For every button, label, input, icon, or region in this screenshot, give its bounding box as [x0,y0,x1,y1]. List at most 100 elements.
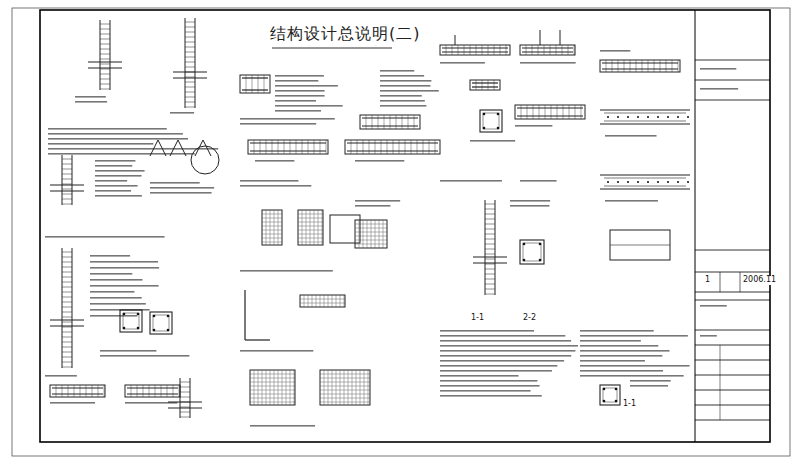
detail-circle [191,146,219,174]
drawing-line [180,407,190,408]
rebar-dot [615,400,618,403]
note-text-line [48,143,153,145]
drawing-outline [600,385,620,405]
drawing-line [666,60,667,72]
drawing-line [695,390,770,391]
drawing-line [414,115,415,129]
drawing-line [100,24,110,25]
rebar-dot [617,116,619,118]
note-text-line [380,90,439,92]
drawing-line [250,394,295,395]
drawing-line [250,378,295,379]
drawing-line [322,210,323,245]
note-text-line [48,138,188,140]
drawing-line [612,60,613,72]
drawing-line [544,45,545,55]
drawing-line [72,248,73,368]
drawing-line [185,18,186,108]
note-text-line [275,90,325,92]
note-text-line [48,128,167,130]
drawing-line [458,45,459,55]
drawing-line [355,240,387,241]
drawing-outline [123,313,139,329]
drawing-line [250,402,295,403]
note-text-line [580,350,669,352]
drawing-line [155,385,156,397]
note-text-line [580,360,645,362]
note-text-line [580,340,641,342]
drawing-line [72,155,73,205]
drawing-line [298,226,323,227]
drawing-line [62,297,72,298]
rebar-dot [617,181,619,183]
drawing-line [258,75,259,93]
note-text-line [95,190,131,192]
drawing-line [695,250,770,251]
note-text-line [95,170,145,172]
drawing-line [314,140,315,154]
drawing-line [298,238,323,239]
drawing-line [476,45,477,55]
drawing-line [185,37,195,38]
rebar-dot [123,313,126,316]
drawing-line [369,140,370,154]
drawing-line [630,60,631,72]
drawing-line [654,60,655,72]
drawing-line [270,370,271,405]
note-text-line [90,297,142,299]
note-text-line [440,335,565,337]
rebar-dot [523,243,526,246]
drawing-line [538,45,539,55]
note-text-line [240,123,316,125]
drawing-line [372,115,373,129]
drawing-line [720,345,721,420]
drawing-line [488,45,489,55]
note-text-line [580,365,690,367]
drawing-line [485,294,495,295]
drawing-line [254,140,255,154]
rebar-dot [677,181,679,183]
drawing-line [328,295,329,307]
drawing-line [62,169,72,170]
drawing-line [100,39,110,40]
drawing-line [250,142,326,143]
rebar-dot [497,127,500,130]
note-text-line [605,200,658,202]
rebar-dot [687,181,689,183]
drawing-line [332,370,333,405]
drawing-line [290,370,291,405]
note-text-line [45,236,165,238]
drawing-line [320,374,370,375]
note-text-line [580,370,663,372]
drawing-line [695,420,770,421]
drawing-line [485,264,495,265]
note-text-line [275,110,321,112]
drawing-line [62,352,72,353]
rebar-dot [123,327,126,330]
drawing-line [539,105,540,119]
detail-drawings [45,18,770,427]
drawing-line [473,262,507,263]
drawing-line [485,289,495,290]
drawing-line [62,184,72,185]
drawing-line [642,60,643,72]
drawing-line [446,45,447,55]
drawing-line [167,385,168,397]
drawing-line [100,54,110,55]
drawing-line [368,370,369,405]
rebar-dot [167,329,170,332]
drawing-line [485,259,495,260]
drawing-line [262,226,282,227]
drawing-line [320,402,370,403]
note-text-line [440,340,571,342]
drawing-line [485,279,495,280]
drawing-line [600,174,690,175]
drawing-line [300,303,345,304]
drawing-line [381,140,382,154]
drawing-line [254,370,255,405]
note-text-line [700,305,727,307]
drawing-line [324,295,325,307]
drawing-line [185,77,195,78]
drawing-line [387,140,388,154]
